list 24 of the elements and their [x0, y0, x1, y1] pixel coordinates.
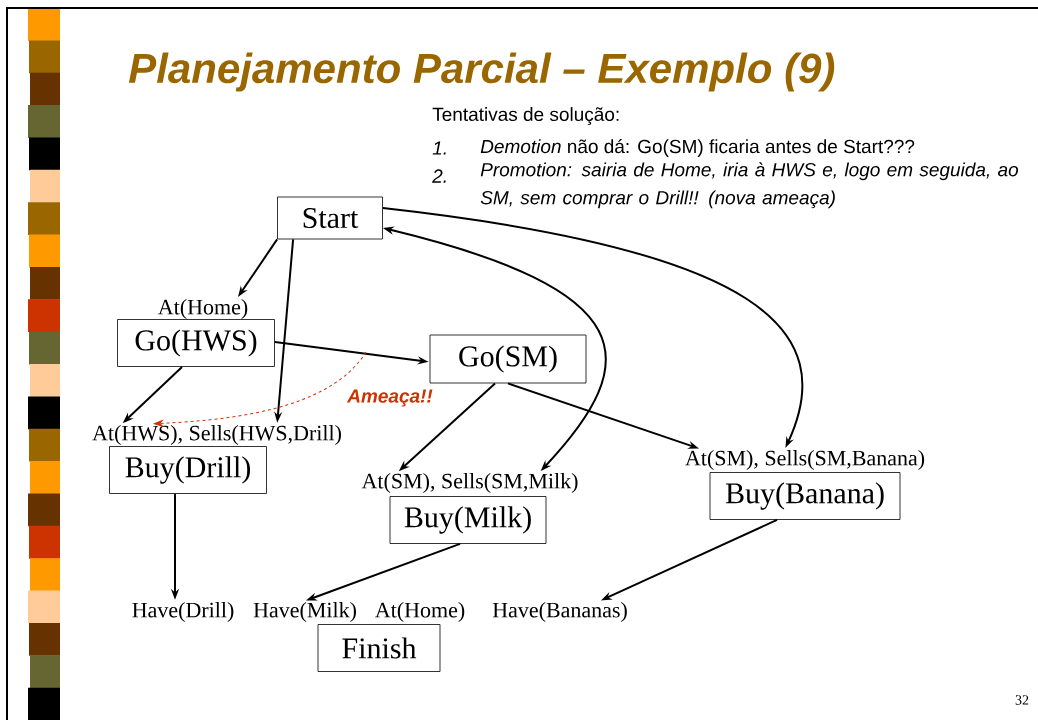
list-number: 2.: [432, 169, 446, 183]
action-box: Buy(Banana): [709, 472, 901, 520]
list-number: 1.: [432, 141, 446, 155]
list-item: Promotion: sairia de Home, iria à HWS e, logo em seguida, ao SM, sem comprar o Drill!! (nova ameaça): [480, 162, 1019, 209]
action-box: Go(HWS): [117, 319, 275, 367]
edge-label: Ameaça!!: [346, 388, 434, 408]
action-box: Go(SM): [429, 334, 587, 384]
threat-arrow: [153, 351, 367, 427]
page-number: 32: [1015, 695, 1029, 705]
list-item: Demotion não dá: Go(SM) ficaria antes de Start???: [480, 139, 915, 157]
action-box: Start: [277, 196, 383, 240]
action-box: Buy(Milk): [389, 496, 547, 544]
precondition-label: At(Home): [158, 299, 248, 319]
precondition-label: Have(Milk): [253, 602, 356, 622]
precondition-label: At(HWS), Sells(HWS,Drill): [92, 425, 341, 445]
slide-title: Planejamento Parcial – Exemplo (9): [128, 52, 835, 92]
precondition-label: At(SM), Sells(SM,Banana): [685, 450, 925, 470]
precondition-label: At(Home): [375, 602, 465, 622]
precondition-label: Have(Bananas): [492, 602, 627, 622]
heading-text: Tentativas de solução:: [432, 107, 619, 125]
precondition-label: At(SM), Sells(SM,Milk): [361, 473, 578, 493]
action-box: Finish: [317, 624, 441, 672]
action-box: Buy(Drill): [109, 446, 267, 494]
precondition-label: Have(Drill): [132, 602, 234, 622]
